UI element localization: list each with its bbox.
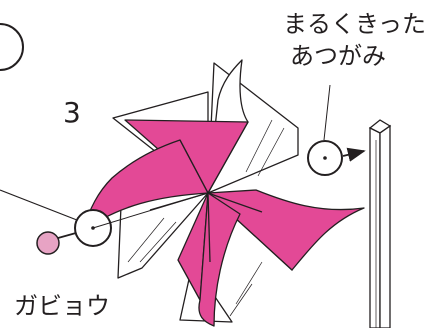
label-thumbtack: ガビョウ (14, 292, 110, 320)
hub-circle (74, 192, 209, 247)
thumbtack-head (36, 231, 60, 255)
stick (368, 119, 392, 329)
pointer-line-left (0, 189, 83, 223)
partial-circle-top-left (0, 23, 24, 71)
pinwheel (81, 59, 365, 327)
label-round-cardboard-line2: あつがみ (290, 42, 386, 70)
cardboard-disc-right (307, 84, 366, 176)
pinwheel-shading (127, 119, 285, 317)
step-number: 3 (63, 96, 81, 129)
pinwheel-pink-blade-left (81, 139, 209, 233)
pinwheel-pink-blade-right-curl (207, 189, 365, 271)
label-round-cardboard-line1: まるくきった (283, 10, 427, 38)
thumbtack (36, 231, 77, 255)
